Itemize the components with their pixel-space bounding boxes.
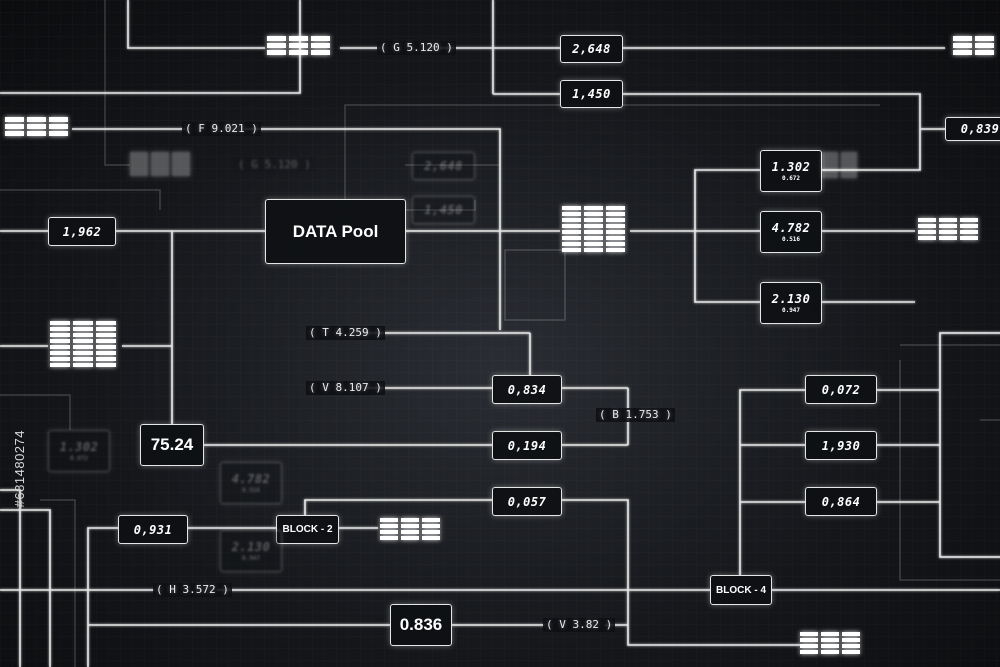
value-subtext: 0.516 (781, 236, 801, 243)
value-text: 0,834 (507, 382, 547, 397)
value-box-r-0072[interactable]: 0,072 (805, 375, 877, 404)
data-bars-icon (380, 518, 440, 540)
vertical-id-text: #681480274 (12, 430, 27, 508)
label-h3572: ( H 3.572 ) (153, 583, 232, 597)
label-f9021: ( F 9.021 ) (182, 122, 261, 136)
data-bars-icon (562, 206, 625, 252)
value-text: 0,864 (821, 494, 861, 509)
label-ghost-g5120: ( G 5.120 ) (235, 158, 314, 172)
value-text: 0,194 (507, 438, 547, 453)
value-box-big-0836[interactable]: 0.836 (390, 604, 452, 646)
ghost-bars-icon (822, 152, 857, 178)
value-text: 0,931 (133, 522, 173, 537)
value-box-r-1930[interactable]: 1,930 (805, 431, 877, 460)
value-box-mid-0194[interactable]: 0,194 (492, 431, 562, 460)
data-bars-icon (5, 117, 68, 136)
data-bars-icon (50, 321, 116, 367)
ghost-box-2648: 2,648 (412, 152, 475, 180)
value-box-top-2648[interactable]: 2,648 (560, 35, 623, 63)
value-box-left-1962[interactable]: 1,962 (48, 217, 116, 246)
block-label: BLOCK - 2 (282, 524, 333, 535)
data-pool-node[interactable]: DATA Pool (265, 199, 406, 264)
value-text: 1,450 (572, 87, 611, 101)
value-box-mid-0057[interactable]: 0,057 (492, 487, 562, 516)
data-bars-icon (953, 36, 994, 55)
block-label: BLOCK - 4 (716, 584, 766, 596)
value-text: 1,930 (821, 438, 861, 453)
ghost-bars-icon (130, 152, 190, 176)
label-v382: ( V 3.82 ) (543, 618, 616, 632)
data-bars-icon (267, 36, 330, 55)
value-text: 0,839 (960, 122, 1000, 136)
value-subtext: 0.672 (781, 175, 801, 182)
block-2-node[interactable]: BLOCK - 2 (276, 515, 339, 544)
value-text: 1.302 (59, 440, 99, 454)
value-text: 4.782 (231, 472, 271, 486)
value-text: 2.130 (231, 540, 271, 554)
label-g5120: ( G 5.120 ) (377, 41, 456, 55)
value-text: 0.836 (399, 615, 443, 634)
block-4-node[interactable]: BLOCK - 4 (710, 575, 772, 605)
value-text: 1,962 (62, 224, 102, 239)
data-bars-icon (800, 632, 860, 654)
value-text: 1.302 (771, 160, 811, 174)
value-box-top-1450[interactable]: 1,450 (560, 80, 623, 108)
value-box-r-0864[interactable]: 0,864 (805, 487, 877, 516)
value-text: 2,648 (424, 159, 463, 173)
value-subtext: 0.516 (241, 487, 261, 494)
value-text: 1,450 (424, 203, 463, 217)
value-text: 75.24 (150, 435, 194, 454)
value-subtext: 0.947 (781, 307, 801, 314)
value-box-left-0931[interactable]: 0,931 (118, 515, 188, 544)
value-box-big-7524[interactable]: 75.24 (140, 424, 204, 466)
value-subtext: 0.672 (69, 455, 89, 462)
value-box-right-0839[interactable]: 0,839 (945, 117, 1000, 141)
value-text: 2,648 (572, 42, 611, 56)
ghost-box-1450: 1,450 (412, 196, 475, 224)
value-subtext: 0.947 (241, 555, 261, 562)
label-t4259: ( T 4.259 ) (306, 326, 385, 340)
value-text: 0,057 (507, 494, 547, 509)
label-b1753: ( B 1.753 ) (596, 408, 675, 422)
label-v8107: ( V 8.107 ) (306, 381, 385, 395)
value-text: 4.782 (771, 221, 811, 235)
data-bars-icon (918, 218, 978, 240)
data-pool-label: DATA Pool (292, 221, 379, 241)
value-box-mid-0834[interactable]: 0,834 (492, 375, 562, 404)
value-text: 2.130 (771, 292, 811, 306)
value-text: 0,072 (821, 382, 861, 397)
